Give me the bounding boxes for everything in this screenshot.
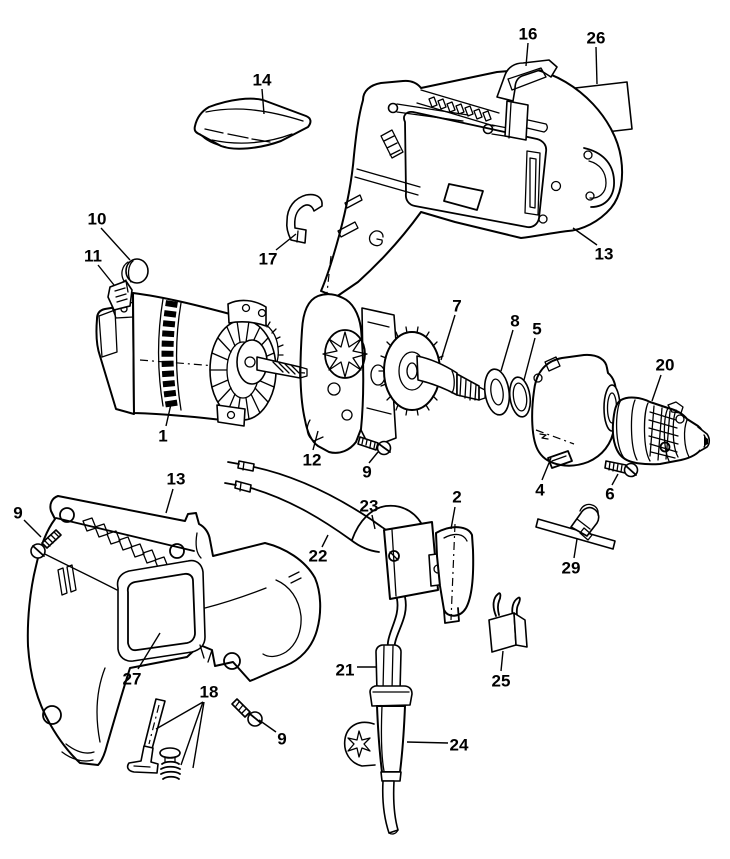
callout-label-14: 14 xyxy=(253,71,272,90)
callout-leader-25 xyxy=(500,650,504,672)
part-lock-pin-18 xyxy=(126,698,181,780)
callout-leader-13 xyxy=(165,488,174,514)
part-access-plate-14 xyxy=(193,97,312,150)
callout-label-7: 7 xyxy=(452,297,461,316)
callout-label-20: 20 xyxy=(656,356,675,375)
callout-leader-18 xyxy=(155,701,204,730)
part-clip-16 xyxy=(496,59,558,141)
part-cord-21 xyxy=(375,644,402,693)
part-chuck-key-29 xyxy=(535,503,616,550)
part-brush-11 xyxy=(107,280,133,311)
callout-label-8: 8 xyxy=(510,312,519,331)
part-housing-half-lower-13 xyxy=(26,495,322,766)
callout-label-12: 12 xyxy=(303,451,322,470)
part-screw-6 xyxy=(604,460,639,478)
lead-wire-22 xyxy=(253,466,390,533)
part-switch-2 xyxy=(224,460,475,660)
callout-leader-27 xyxy=(137,632,161,670)
callout-leader-18 xyxy=(192,701,205,769)
callout-label-21: 21 xyxy=(336,661,355,680)
callout-leader-11 xyxy=(97,264,115,286)
part-cord-protector-24 xyxy=(343,685,413,835)
callout-leader-8 xyxy=(500,329,514,372)
callout-leader-29 xyxy=(573,538,578,559)
callout-leader-12 xyxy=(312,430,319,451)
part-lever-17 xyxy=(285,193,323,244)
callout-leader-13 xyxy=(572,227,598,246)
callout-leader-14 xyxy=(261,88,265,115)
lead-wire-b xyxy=(250,487,380,553)
part-brush-cap-10 xyxy=(117,258,149,292)
callout-leader-9 xyxy=(368,451,379,464)
callout-leader-17 xyxy=(275,233,297,251)
callout-label-9: 9 xyxy=(13,504,22,523)
callout-leader-22 xyxy=(321,534,329,548)
part-washer-5 xyxy=(508,376,532,418)
part-housing-half-upper-13 xyxy=(320,68,624,303)
callout-label-26: 26 xyxy=(587,29,606,48)
part-chuck-20 xyxy=(611,396,711,466)
callout-leader-2 xyxy=(450,506,456,530)
callout-label-17: 17 xyxy=(259,250,278,269)
callout-leader-9 xyxy=(258,719,277,733)
callout-leader-23 xyxy=(371,514,376,530)
callout-label-1: 1 xyxy=(158,427,167,446)
callout-label-6: 6 xyxy=(605,485,614,504)
part-screw-9-bottom xyxy=(231,698,263,727)
callout-label-29: 29 xyxy=(562,559,581,578)
callout-leader-5 xyxy=(523,337,536,381)
callout-label-24: 24 xyxy=(450,736,469,755)
callout-label-4: 4 xyxy=(535,481,545,500)
callout-label-9: 9 xyxy=(277,730,286,749)
callout-label-2: 2 xyxy=(452,488,461,507)
callout-label-13: 13 xyxy=(595,245,614,264)
part-screw-9-left xyxy=(30,529,62,559)
callout-label-5: 5 xyxy=(532,320,541,339)
callout-label-25: 25 xyxy=(492,672,511,691)
callout-leader-4 xyxy=(541,457,552,481)
callout-leader-16 xyxy=(525,42,529,67)
callout-label-22: 22 xyxy=(309,547,328,566)
callout-leader-24 xyxy=(406,741,449,744)
callout-leader-1 xyxy=(165,403,172,427)
callout-label-27: 27 xyxy=(123,670,142,689)
callout-label-13: 13 xyxy=(167,470,186,489)
part-motor-1 xyxy=(95,292,308,427)
callout-leader-20 xyxy=(651,374,662,402)
part-capacitor-25 xyxy=(488,592,528,653)
callout-leader-6 xyxy=(611,473,619,486)
part-gear-case-12 xyxy=(299,293,368,454)
part-gear-housing-4 xyxy=(531,353,621,469)
callout-label-11: 11 xyxy=(84,247,102,266)
part-screw-9-middle xyxy=(357,436,392,456)
callout-label-23: 23 xyxy=(360,497,379,516)
callout-label-10: 10 xyxy=(88,210,107,229)
callout-leader-7 xyxy=(440,314,456,361)
callout-label-18: 18 xyxy=(200,683,219,702)
callout-leader-26 xyxy=(595,46,598,85)
callout-leader-9 xyxy=(23,519,42,538)
callout-leader-18 xyxy=(180,701,204,766)
callout-label-9: 9 xyxy=(362,463,371,482)
callout-leader-10 xyxy=(100,227,131,261)
part-washer-8 xyxy=(483,368,511,416)
part-spindle-gear-7 xyxy=(378,326,486,416)
callout-label-16: 16 xyxy=(519,25,538,44)
